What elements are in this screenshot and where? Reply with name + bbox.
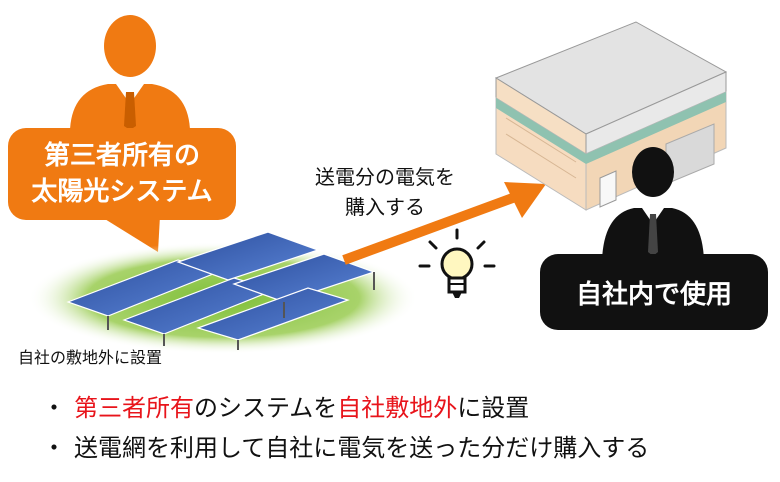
bubble-tail — [100, 216, 160, 252]
solar-panel-array — [28, 232, 418, 354]
bullet-marker: ・ — [42, 434, 66, 462]
power-purchase-arrow — [342, 182, 546, 265]
bullet-1: ・第三者所有のシステムを自社敷地外に設置 — [42, 388, 529, 423]
bullet-1-text-2: に設置 — [457, 394, 530, 422]
bubble-line-1: 第三者所有の — [43, 141, 200, 171]
purchase-label: 送電分の電気を 購入する — [290, 162, 480, 222]
bullet-2-text: 送電網を利用して自社に電気を送った分だけ購入する — [74, 434, 650, 462]
building — [494, 21, 728, 211]
bullet-2: ・送電網を利用して自社に電気を送った分だけ購入する — [42, 428, 649, 463]
purchase-label-line-2: 購入する — [345, 195, 425, 219]
offsite-caption: 自社の敷地外に設置 — [18, 348, 163, 367]
bullet-1-highlight-2: 自社敷地外 — [337, 394, 458, 422]
bullet-marker: ・ — [42, 394, 66, 422]
bullet-1-text-1: のシステムを — [194, 394, 338, 422]
user-person-icon — [602, 147, 704, 260]
lightbulb-icon — [418, 228, 496, 298]
bullet-1-highlight-1: 第三者所有 — [74, 394, 194, 422]
third-party-system-bubble: 第三者所有の 太陽光システム — [8, 128, 236, 220]
in-house-use-box: 自社内で使用 — [540, 254, 768, 330]
purchase-label-line-1: 送電分の電気を — [315, 165, 455, 189]
bubble-line-2: 太陽光システム — [31, 177, 213, 207]
owner-person-icon — [70, 15, 190, 130]
